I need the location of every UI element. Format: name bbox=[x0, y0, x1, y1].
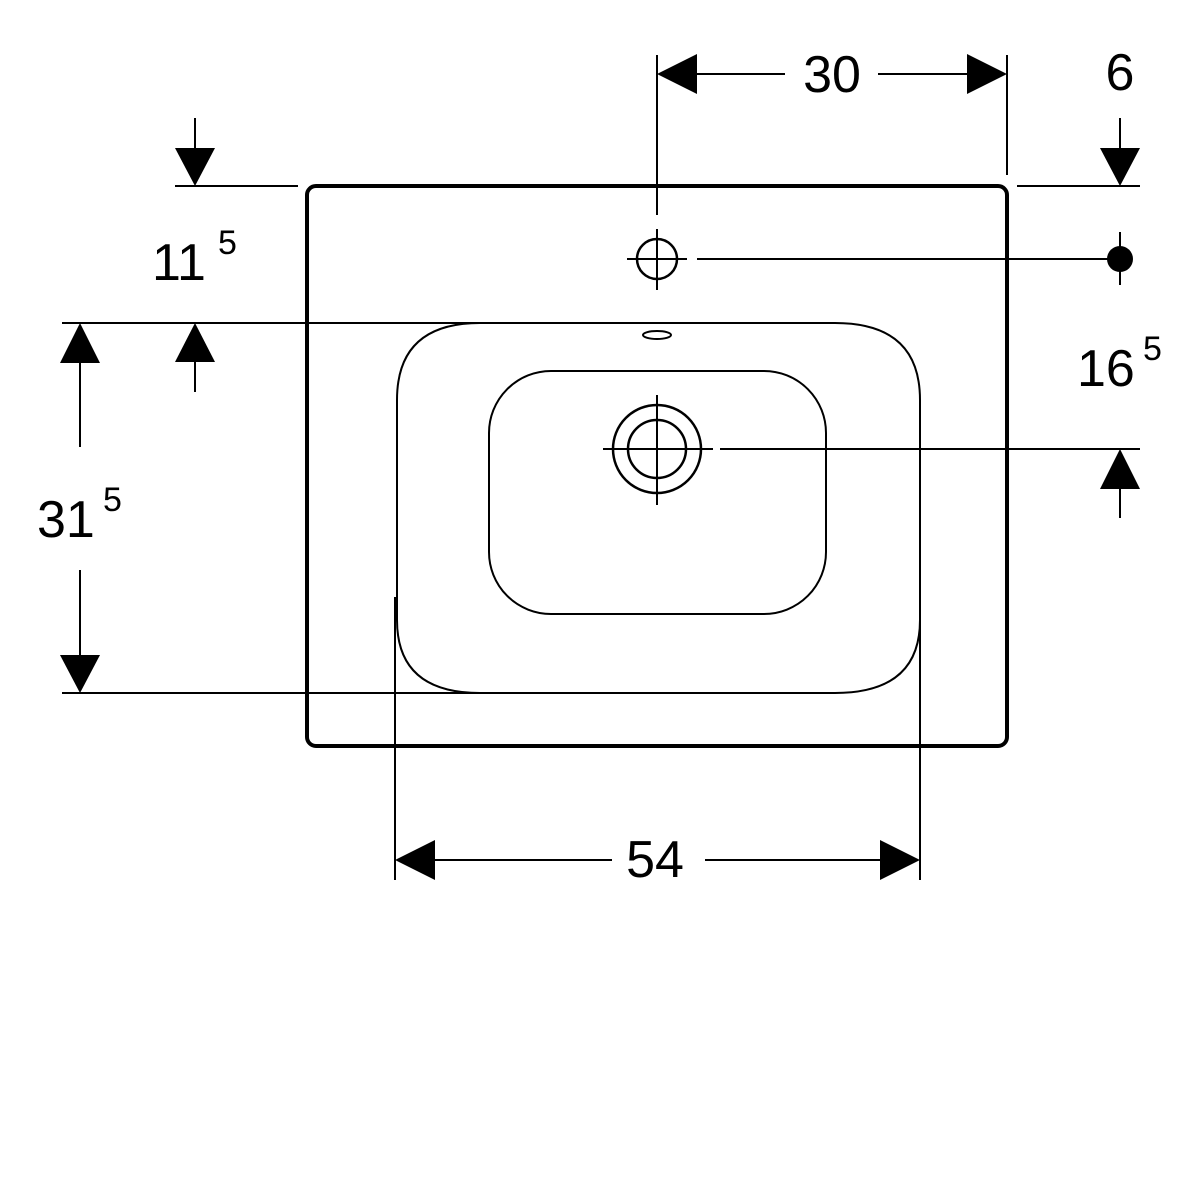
tap-hole bbox=[627, 55, 1133, 290]
label-31-sup: 5 bbox=[103, 481, 122, 519]
label-6: 6 bbox=[1106, 44, 1135, 102]
overflow-slot bbox=[642, 330, 672, 340]
label-16-sup: 5 bbox=[1143, 330, 1162, 368]
basin-outer-bowl bbox=[396, 322, 921, 694]
label-31: 31 bbox=[37, 491, 95, 549]
label-54: 54 bbox=[626, 831, 684, 889]
label-11: 11 bbox=[152, 234, 206, 292]
dimension-basin-depth: 31 5 bbox=[37, 323, 505, 694]
label-16: 16 bbox=[1077, 340, 1135, 398]
dimension-tap-offset: 6 bbox=[1017, 44, 1140, 187]
label-30: 30 bbox=[803, 46, 861, 104]
label-11-sup: 5 bbox=[218, 224, 237, 262]
dimension-tap-spacing: 30 bbox=[657, 46, 1008, 175]
drain bbox=[603, 395, 1140, 505]
dimension-drain-offset: 16 5 bbox=[1077, 330, 1162, 518]
dimension-basin-width: 54 bbox=[394, 597, 921, 889]
basin-inner-bowl bbox=[488, 370, 827, 615]
dimension-rim-depth: 11 5 bbox=[62, 118, 505, 392]
